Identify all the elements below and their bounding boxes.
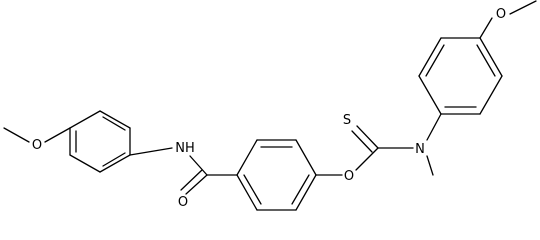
bond-ring1-c — [99, 154, 131, 173]
bond-ring3-a — [418, 75, 442, 115]
bond-ring2-inner-b — [291, 174, 310, 205]
bond-ring1-inner-b — [102, 152, 126, 167]
bond-left-ome — [44, 127, 71, 143]
bond-ring2-f — [236, 174, 258, 211]
bond-left-methyl — [3, 127, 30, 143]
bond-right-methyl — [509, 0, 537, 15]
bond-nh-carbonyl — [189, 155, 208, 176]
bond-ring3-ome — [479, 17, 493, 39]
bond-co-double-a — [185, 174, 208, 195]
bond-ring1-b — [69, 154, 101, 173]
atom-o-ester: O — [344, 169, 354, 184]
bond-cs-double-a — [356, 125, 379, 149]
bond-ring3-inner-b — [476, 44, 496, 77]
atom-n-carbamate: N — [415, 142, 425, 157]
bond-ring2-inner-c — [243, 174, 262, 205]
right-methoxy-group — [479, 0, 537, 39]
bond-ring3-b — [418, 37, 442, 77]
bond-ring2-a — [236, 139, 258, 176]
thiocarbamate-group — [315, 113, 442, 176]
amide-group — [129, 147, 238, 195]
bond-n-methyl — [426, 155, 434, 176]
right-phenyl-ring — [418, 37, 503, 115]
molecule-diagram: O NH O O S N O — [3, 0, 537, 211]
bond-ring1-e — [99, 110, 131, 129]
bond-ring3-e — [479, 75, 503, 115]
atom-nh-amide: NH — [175, 141, 195, 156]
bond-ring2-c — [295, 139, 317, 176]
atom-o-methoxy-right: O — [496, 7, 506, 22]
central-phenyl-ring — [236, 139, 317, 211]
bond-o-thiocarbon — [355, 147, 379, 171]
bond-ring3-d — [479, 37, 503, 77]
atom-s-thione: S — [343, 113, 351, 128]
atom-o-methoxy-left: O — [32, 138, 42, 153]
bond-n-ring3 — [426, 113, 442, 141]
bond-ring3-inner-a — [425, 44, 445, 77]
bond-ring1-f — [69, 110, 101, 129]
bond-cs-double-b — [351, 130, 373, 153]
bond-co-double-b — [180, 169, 203, 191]
bond-ring1-inner-c — [102, 116, 126, 131]
bond-ring1-nh — [129, 147, 173, 156]
left-methoxy-group — [3, 127, 71, 143]
left-phenyl-ring — [69, 110, 131, 173]
bond-ring2-d — [295, 174, 317, 211]
atom-o-amide-carbonyl: O — [178, 195, 188, 210]
